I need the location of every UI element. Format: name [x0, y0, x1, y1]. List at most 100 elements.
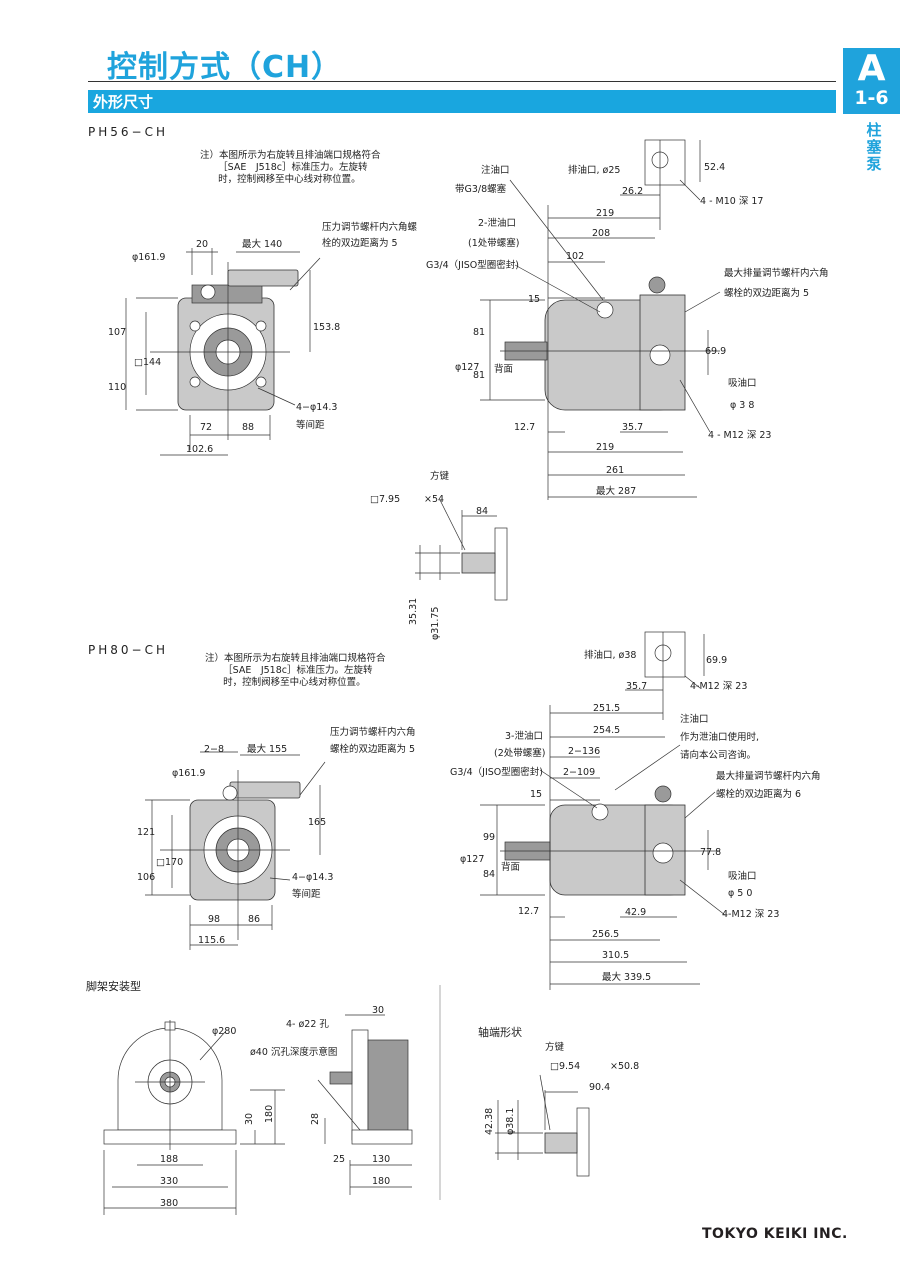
section-bar-label: 外形尺寸: [93, 93, 154, 111]
ph80-side-l17: 螺栓的双边距离为 6: [716, 788, 801, 800]
bracket-b5: 30: [244, 1113, 255, 1125]
ph80-dim-d1: φ161.9: [172, 768, 205, 779]
bracket-b4: ø40 沉孔深度示意图: [250, 1046, 337, 1058]
ph80-dim-d5: □170: [156, 857, 183, 868]
ph56-side-l8: 52.4: [704, 162, 725, 173]
ph80-side-l16: 最大排量调节螺杆内六角: [716, 770, 821, 782]
bracket-b6: 180: [264, 1105, 275, 1123]
ph56-front-view: φ161.9 20 最大 140 107 □144 110 153.8 72 8…: [108, 221, 418, 456]
ph56-shaft-view: 方键 □7.95 ×54 84 35.31 φ31.75: [370, 470, 508, 640]
shaft80-s4: 90.4: [589, 1082, 610, 1093]
ph56-callout-2: 栓的双边距离为 5: [322, 237, 398, 249]
bracket-b1: φ280: [212, 1026, 236, 1037]
ph80-side-l8: 作为泄油口使用时,: [680, 731, 759, 743]
ph80-side-l24: φ 5 0: [728, 888, 752, 899]
ph80-front-view: φ161.9 2−8 最大 155 121 □170 106 165 98 86…: [137, 726, 416, 950]
ph56-model-label: PH56−CH: [88, 125, 168, 139]
ph80-side-view: 排油口, ø38 69.9 35.7 4-M12 深 23 251.5 254.…: [450, 631, 821, 990]
ph56-side-l12: 102: [566, 251, 584, 262]
ph80-dim-d10: 115.6: [198, 935, 225, 946]
ph56-side-l27: 261: [606, 465, 624, 476]
ph80-side-l13: 2−136: [568, 746, 600, 757]
section-bar: 外形尺寸: [88, 90, 836, 113]
ph80-side-l6: 254.5: [593, 725, 620, 736]
ph80-dim-d7: 165: [308, 817, 326, 828]
shaft80-s6: φ38.1: [505, 1108, 516, 1135]
ph80-model-label: PH80−CH: [88, 643, 168, 657]
ph56-callout-4: 等间距: [296, 419, 325, 431]
ph80-side-l29: 310.5: [602, 950, 629, 961]
ph56-side-l19: 背面: [494, 363, 513, 375]
shaft-title: 轴端形状: [478, 1026, 522, 1039]
ph56-callout-3: 4−φ14.3: [296, 402, 337, 413]
ph80-note: 注）本图所示为右旋转且排油端口规格符合 ［SAE J518c］标准压力。左旋转 …: [205, 653, 386, 688]
bracket-b8: 188: [160, 1154, 178, 1165]
ph56-side-l28: 最大 287: [596, 485, 636, 497]
ph56-dim-d2: 20: [196, 239, 208, 250]
ph80-side-l22: 77.8: [700, 847, 721, 858]
ph80-side-l11: (2处带螺塞): [494, 747, 545, 759]
bracket-b10: 380: [160, 1198, 178, 1209]
ph56-side-l1: 注油口: [481, 164, 510, 176]
ph56-side-l5: G3/4（JISO型圈密封): [426, 259, 519, 271]
ph80-callout-3: 4−φ14.3: [292, 872, 333, 883]
page-title: 控制方式（CH）: [107, 50, 343, 85]
chapter-number: 1-6: [854, 87, 889, 109]
ph56-dim-d3: 最大 140: [242, 238, 282, 250]
ph80-side-l19: 99: [483, 832, 495, 843]
shaft80-s2: □9.54: [550, 1061, 580, 1072]
ph56-side-l9: 4 - M10 深 17: [700, 196, 763, 207]
ph56-note: 注）本图所示为右旋转且排油端口规格符合 ［SAE J518c］标准压力。左旋转 …: [200, 150, 381, 185]
ph56-side-l13: 15: [528, 294, 540, 305]
side-label: 柱塞泵: [866, 121, 882, 173]
ph56-side-l23: 12.7: [514, 422, 535, 433]
ph56-shaft-s6: φ31.75: [430, 607, 441, 640]
ph80-callout-2: 螺栓的双边距离为 5: [330, 743, 415, 755]
ph80-side-l12: G3/4（JISO型圈密封): [450, 766, 543, 778]
ph80-side-l28: 256.5: [592, 929, 619, 940]
bracket-b3: 30: [372, 1005, 384, 1016]
ph80-callout-4: 等间距: [292, 888, 321, 900]
ph80-side-l14: 2−109: [563, 767, 595, 778]
ph56-side-l17: 81: [473, 327, 485, 338]
ph56-side-l18: 81: [473, 370, 485, 381]
bracket-title: 脚架安装型: [86, 980, 141, 993]
shaft80-s1: 方键: [545, 1041, 565, 1053]
ph56-side-l26: 219: [596, 442, 614, 453]
ph80-callout-1: 压力调节螺杆内六角: [330, 726, 416, 738]
ph56-shaft-s1: 方键: [430, 470, 450, 482]
ph56-dim-d6: 110: [108, 382, 126, 393]
chapter-letter: A: [857, 48, 886, 89]
ph56-shaft-s4: 84: [476, 506, 488, 517]
ph80-side-l15: 15: [530, 789, 542, 800]
shaft80-s5: 42.38: [484, 1108, 495, 1135]
ph56-dim-d8: 72: [200, 422, 212, 433]
ph56-side-l10: 219: [596, 208, 614, 219]
ph56-side-l3: 2-泄油口: [478, 217, 516, 229]
ph56-side-l7: 26.2: [622, 186, 643, 197]
shaft80-view: 方键 □9.54 ×50.8 90.4 42.38 φ38.1: [484, 1041, 639, 1177]
chapter-tab: A 1-6: [843, 48, 900, 114]
ph56-side-view: 注油口 带G3/8螺塞 2-泄油口 (1处带螺塞) G3/4（JISO型圈密封)…: [426, 139, 829, 500]
ph56-side-l22: φ 3 8: [730, 400, 754, 411]
bracket-b12: 130: [372, 1154, 390, 1165]
ph56-side-l24: 35.7: [622, 422, 643, 433]
ph80-side-l9: 请向本公司咨询。: [680, 749, 756, 761]
ph80-dim-d4: 121: [137, 827, 155, 838]
bracket-b2: 4- ø22 孔: [286, 1019, 329, 1030]
ph56-dim-d1: φ161.9: [132, 252, 165, 263]
ph80-dim-d2: 2−8: [204, 744, 224, 755]
ph56-side-l11: 208: [592, 228, 610, 239]
ph80-side-l26: 42.9: [625, 907, 646, 918]
bracket-b13: 180: [372, 1176, 390, 1187]
ph80-side-l7: 注油口: [680, 713, 709, 725]
ph80-side-l23: 吸油口: [728, 870, 757, 882]
bracket-b7: 28: [310, 1113, 321, 1125]
brand-logo: TOKYO KEIKI INC.: [702, 1226, 848, 1242]
ph56-side-l25: 4 - M12 深 23: [708, 430, 771, 441]
ph56-dim-d5: □144: [134, 357, 161, 368]
ph80-side-l18: φ127: [460, 854, 484, 865]
ph56-shaft-s2: □7.95: [370, 494, 400, 505]
ph80-side-l5: 251.5: [593, 703, 620, 714]
ph80-side-l3: 35.7: [626, 681, 647, 692]
